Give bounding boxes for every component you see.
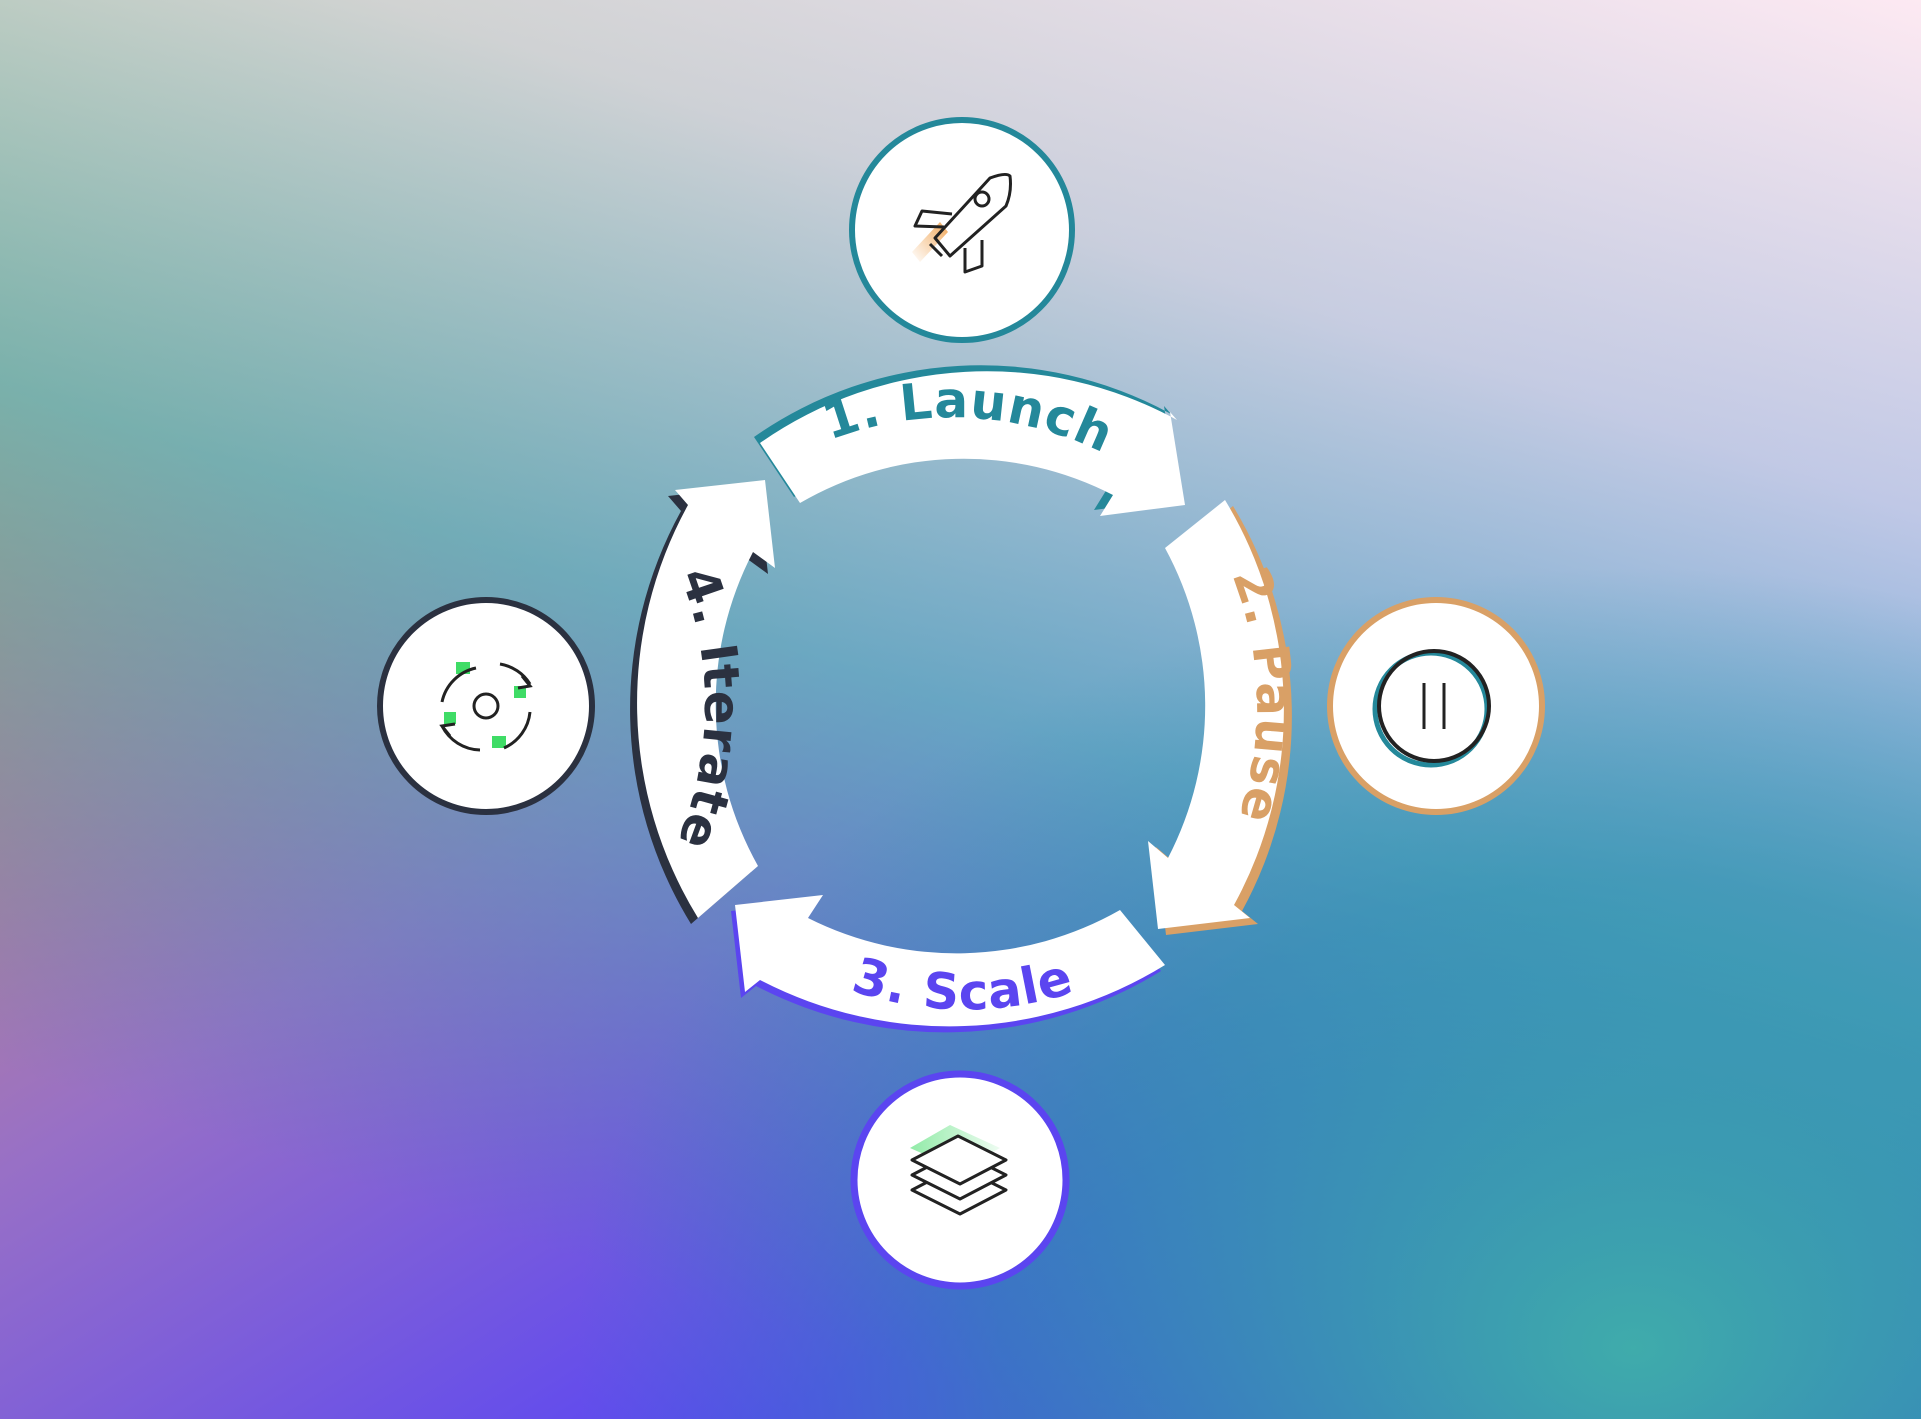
pause-icon	[1372, 649, 1491, 768]
arrow-segment-pause	[1148, 500, 1292, 935]
arrow-segment-iterate	[630, 480, 775, 924]
iterate-step-badge	[377, 597, 595, 815]
arrow-segment-scale	[731, 895, 1165, 1033]
pause-step-badge	[1327, 597, 1545, 815]
scale-step-badge	[850, 1070, 1070, 1290]
layers-icon	[910, 1125, 1008, 1216]
arrow-segment-launch	[754, 365, 1185, 516]
rocket-icon	[912, 172, 1012, 274]
launch-step-badge	[849, 117, 1075, 343]
iterate-cycle-icon	[439, 662, 533, 752]
